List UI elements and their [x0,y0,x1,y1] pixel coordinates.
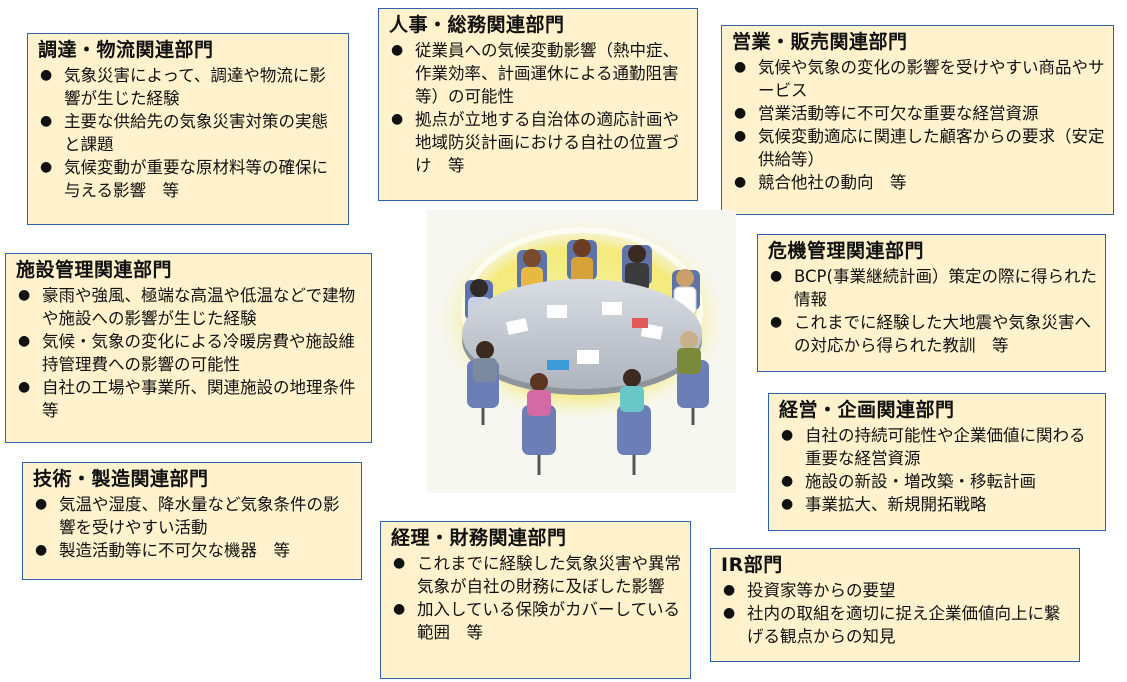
box-title: 経理・財務関連部門 [391,527,567,549]
box-hr: 人事・総務関連部門 従業員への気候変動影響（熱中症、作業効率、計画運休による通勤… [378,8,698,201]
box-title: IR部門 [721,554,783,576]
list-item: 社内の取組を適切に捉え企業価値向上に繋げる観点からの知見 [721,602,1071,648]
list-item: 気候や気象の変化の影響を受けやすい商品やサービス [732,56,1105,102]
list-item: 気象災害によって、調達や物流に影響が生じた経験 [38,64,340,110]
list-item: 事業拡大、新規開拓戦略 [779,493,1097,516]
list-item: 投資家等からの要望 [721,579,1071,602]
box-sales: 営業・販売関連部門 気候や気象の変化の影響を受けやすい商品やサービス 営業活動等… [721,25,1114,215]
box-title: 経営・企画関連部門 [779,399,955,421]
list-item: 豪雨や強風、極端な高温や低温などで建物や施設への影響が生じた経験 [16,284,363,330]
list-item: 製造活動等に不可欠な機器 等 [33,539,353,562]
box-management: 経営・企画関連部門 自社の持続可能性や企業価値に関わる重要な経営資源 施設の新設… [768,393,1106,531]
list-item: 競合他社の動向 等 [732,171,1105,194]
box-title: 技術・製造関連部門 [33,468,209,490]
list-item: 拠点が立地する自治体の適応計画や地域防災計画における自社の位置づけ 等 [389,108,689,177]
list-item: これまでに経験した大地震や気象災害への対応から得られた教訓 等 [768,311,1097,357]
box-tech: 技術・製造関連部門 気温や湿度、降水量など気象条件の影響を受けやすい活動 製造活… [22,462,362,580]
list-item: 加入している保険がカバーしている範囲 等 [391,598,682,644]
list-item: 気温や湿度、降水量など気象条件の影響を受けやすい活動 [33,493,353,539]
list-item: 気候変動適応に関連した顧客からの要求（安定供給等） [732,125,1105,171]
box-procurement: 調達・物流関連部門 気象災害によって、調達や物流に影響が生じた経験 主要な供給先… [27,33,349,225]
box-finance: 経理・財務関連部門 これまでに経験した気象災害や異常気象が自社の財務に及ぼした影… [380,521,691,679]
list-item: 気候・気象の変化による冷暖房費や施設維持管理費への影響の可能性 [16,330,363,376]
box-facility: 施設管理関連部門 豪雨や強風、極端な高温や低温などで建物や施設への影響が生じた経… [5,253,372,443]
list-item: 自社の持続可能性や企業価値に関わる重要な経営資源 [779,424,1097,470]
list-item: BCP(事業継続計画）策定の際に得られた情報 [768,265,1097,311]
box-risk: 危機管理関連部門 BCP(事業継続計画）策定の際に得られた情報 これまでに経験し… [757,234,1106,372]
box-title: 営業・販売関連部門 [732,31,908,53]
box-title: 施設管理関連部門 [16,259,173,281]
meeting-illustration [427,210,736,493]
meeting-table-illustration [432,215,732,475]
list-item: 営業活動等に不可欠な重要な経営資源 [732,102,1105,125]
list-item: 施設の新設・増改築・移転計画 [779,470,1097,493]
list-item: 従業員への気候変動影響（熱中症、作業効率、計画運休による通勤阻害等）の可能性 [389,39,689,108]
list-item: 自社の工場や事業所、関連施設の地理条件 等 [16,376,372,422]
list-item: これまでに経験した気象災害や異常気象が自社の財務に及ぼした影響 [391,552,682,598]
box-title: 調達・物流関連部門 [38,39,214,61]
box-ir: IR部門 投資家等からの要望 社内の取組を適切に捉え企業価値向上に繋げる観点から… [710,548,1080,662]
list-item: 主要な供給先の気象災害対策の実態と課題 [38,110,340,156]
box-title: 人事・総務関連部門 [389,14,565,36]
list-item: 気候変動が重要な原材料等の確保に与える影響 等 [38,156,340,202]
box-title: 危機管理関連部門 [768,240,925,262]
